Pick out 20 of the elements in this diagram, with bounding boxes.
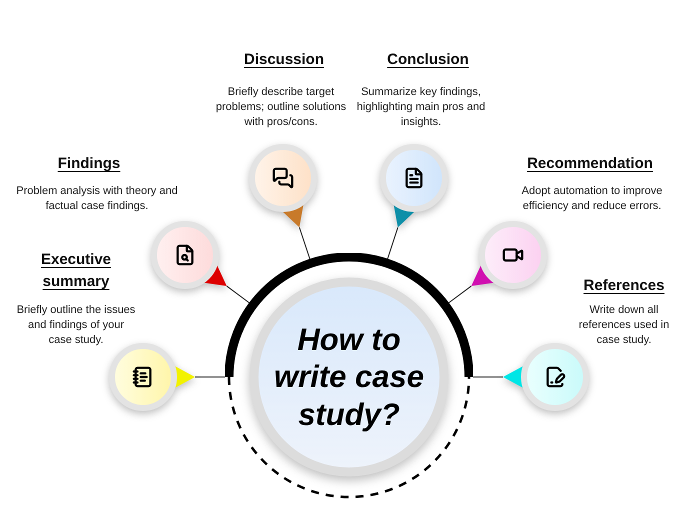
connector-line [226, 286, 250, 304]
center-circle [225, 253, 473, 501]
connector-line [448, 286, 472, 304]
connector-line [472, 376, 504, 378]
section-heading: Executive summary [40, 250, 112, 292]
section-heading: Findings [56, 154, 122, 174]
description-text: Briefly describe target problems; outline solutions with pros/cons. [214, 85, 348, 130]
connector-line [387, 226, 398, 260]
section-heading: Conclusion [386, 50, 470, 70]
section-heading: References [582, 276, 666, 296]
connector-line [194, 376, 226, 378]
description-text: Summarize key findings, highlighting main pros and insights. [356, 85, 486, 130]
section-heading: Recommendation [526, 154, 654, 174]
description-text: Problem analysis with theory and factual case findings. [15, 184, 179, 214]
section-heading: Discussion [242, 50, 326, 70]
connector-line [298, 226, 310, 260]
description-text: Briefly outline the issues and findings of your case study. [16, 303, 136, 348]
description-text: Write down all references used in case study. [578, 303, 670, 348]
description-text: Adopt automation to improve efficiency and reduce errors. [520, 184, 664, 214]
title-text: How to write case study? [273, 321, 425, 433]
